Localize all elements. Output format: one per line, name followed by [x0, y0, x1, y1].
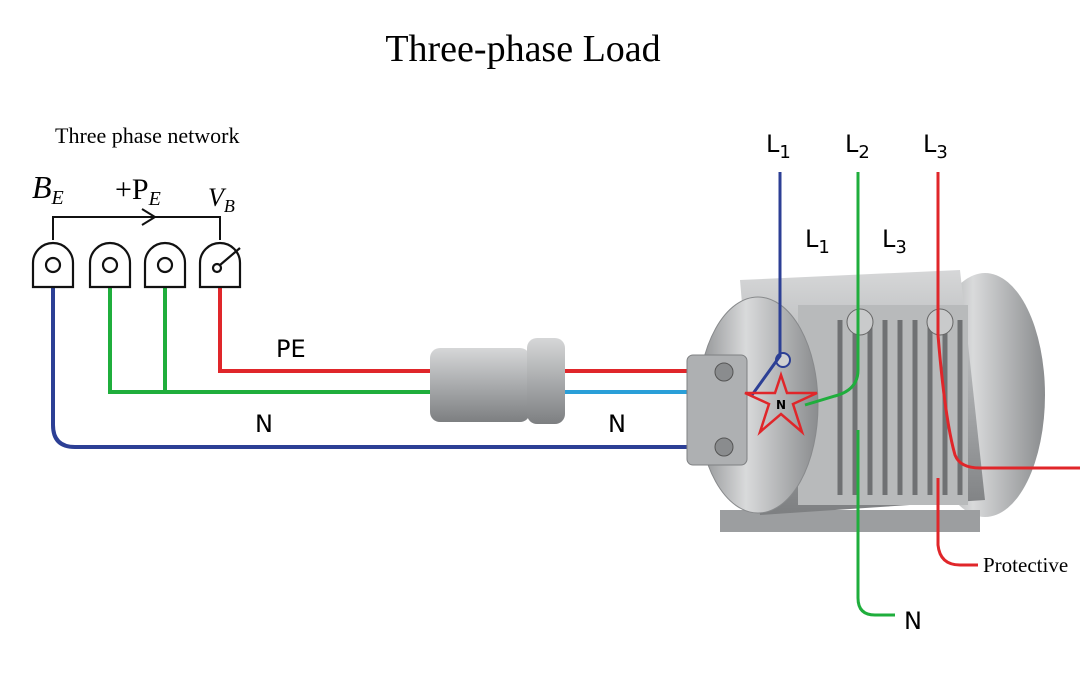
- symbol-v-sub: B: [224, 196, 235, 216]
- l3-wire: [936, 172, 1080, 470]
- l3-top-label: L: [923, 130, 937, 158]
- svg-text:L3: L3: [923, 130, 948, 163]
- symbol-p: +P: [115, 173, 149, 206]
- green-wire-1: [108, 288, 440, 394]
- l2-top-sub: 2: [858, 142, 869, 163]
- protective-label: Protective: [983, 553, 1068, 577]
- svg-text:L2: L2: [845, 130, 870, 163]
- network-symbols: BE +PE VB: [32, 169, 235, 216]
- svg-text:BE: BE: [32, 169, 64, 209]
- svg-text:VB: VB: [208, 183, 235, 216]
- pe-wire-red: [218, 288, 440, 373]
- l1-mid-sub: 1: [818, 237, 829, 258]
- phase-labels: L1 L2 L3 L1 L3: [766, 130, 948, 258]
- l1-top-sub: 1: [779, 142, 790, 163]
- l1-wire: [750, 172, 782, 396]
- symbol-b: B: [32, 169, 52, 205]
- terminal-p2: [143, 241, 187, 289]
- diagram-title: Three-phase Load: [385, 28, 660, 70]
- pe-label: PE: [276, 335, 306, 363]
- power-flow-bracket: [52, 216, 221, 240]
- terminal-b: [31, 241, 75, 289]
- svg-text:+PE: +PE: [115, 173, 161, 210]
- l3-mid-sub: 3: [895, 237, 906, 258]
- svg-text:L1: L1: [766, 130, 791, 163]
- symbol-p-sub: E: [148, 188, 161, 210]
- star-connection-icon: [744, 371, 818, 436]
- svg-text:L1: L1: [805, 225, 830, 258]
- terminal-p1: [88, 241, 132, 289]
- l2-top-label: L: [845, 130, 859, 158]
- l2-wire: [804, 172, 860, 407]
- n-label-left: N: [255, 410, 273, 438]
- l1-mid-label: L: [805, 225, 819, 253]
- svg-text:L3: L3: [882, 225, 907, 258]
- neutral-wire-bottom: [856, 430, 895, 617]
- l3-top-sub: 3: [936, 142, 947, 163]
- symbol-v: V: [208, 183, 227, 212]
- voltmeter-gauge-icon: [198, 241, 242, 289]
- l3-mid-label: L: [882, 225, 896, 253]
- n-label-bottom: N: [904, 607, 922, 635]
- star-n-label: N: [776, 398, 786, 412]
- protective-wire: [936, 478, 978, 567]
- coupling-cylinder: [430, 338, 565, 424]
- symbol-b-sub: E: [51, 187, 64, 209]
- terminal-symbols: [31, 241, 242, 289]
- electric-motor: [686, 270, 1045, 532]
- l1-top-label: L: [766, 130, 780, 158]
- network-label: Three phase network: [55, 123, 239, 148]
- neutral-wire-blue: [51, 288, 712, 449]
- arrow-right-icon: [141, 208, 157, 226]
- n-label-mid: N: [608, 410, 626, 438]
